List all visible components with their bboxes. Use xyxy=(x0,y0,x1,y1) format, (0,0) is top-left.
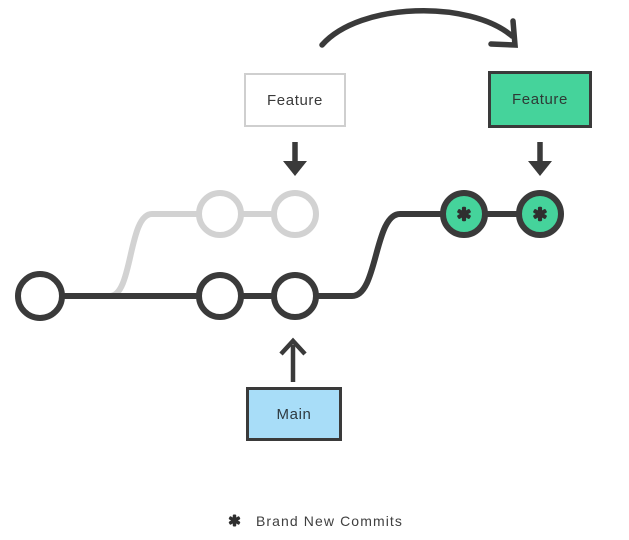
feature-commit-old-1 xyxy=(196,190,244,238)
asterisk-commit-icon xyxy=(228,514,241,527)
main-commit-2 xyxy=(196,272,244,320)
feature-new-down-arrow-icon xyxy=(528,142,552,176)
legend-label: Brand New Commits xyxy=(255,512,404,529)
main-up-arrow-icon xyxy=(279,337,307,382)
new-commit-1 xyxy=(440,190,488,238)
feature-commit-old-2 xyxy=(271,190,319,238)
feature-branch-label-new[interactable]: Feature xyxy=(488,71,592,128)
main-commit-3 xyxy=(271,272,319,320)
new-commit-2 xyxy=(516,190,564,238)
feature-branch-label-old[interactable]: Feature xyxy=(244,73,346,127)
legend: Brand New Commits xyxy=(0,512,629,529)
main-commit-1 xyxy=(15,271,65,321)
curved-rebase-arrow-icon xyxy=(319,7,518,48)
feature-branch-old-path xyxy=(107,211,277,299)
feature-old-down-arrow-icon xyxy=(283,142,307,176)
main-branch-label[interactable]: Main xyxy=(246,387,342,441)
feature-branch-new-path xyxy=(313,211,522,299)
